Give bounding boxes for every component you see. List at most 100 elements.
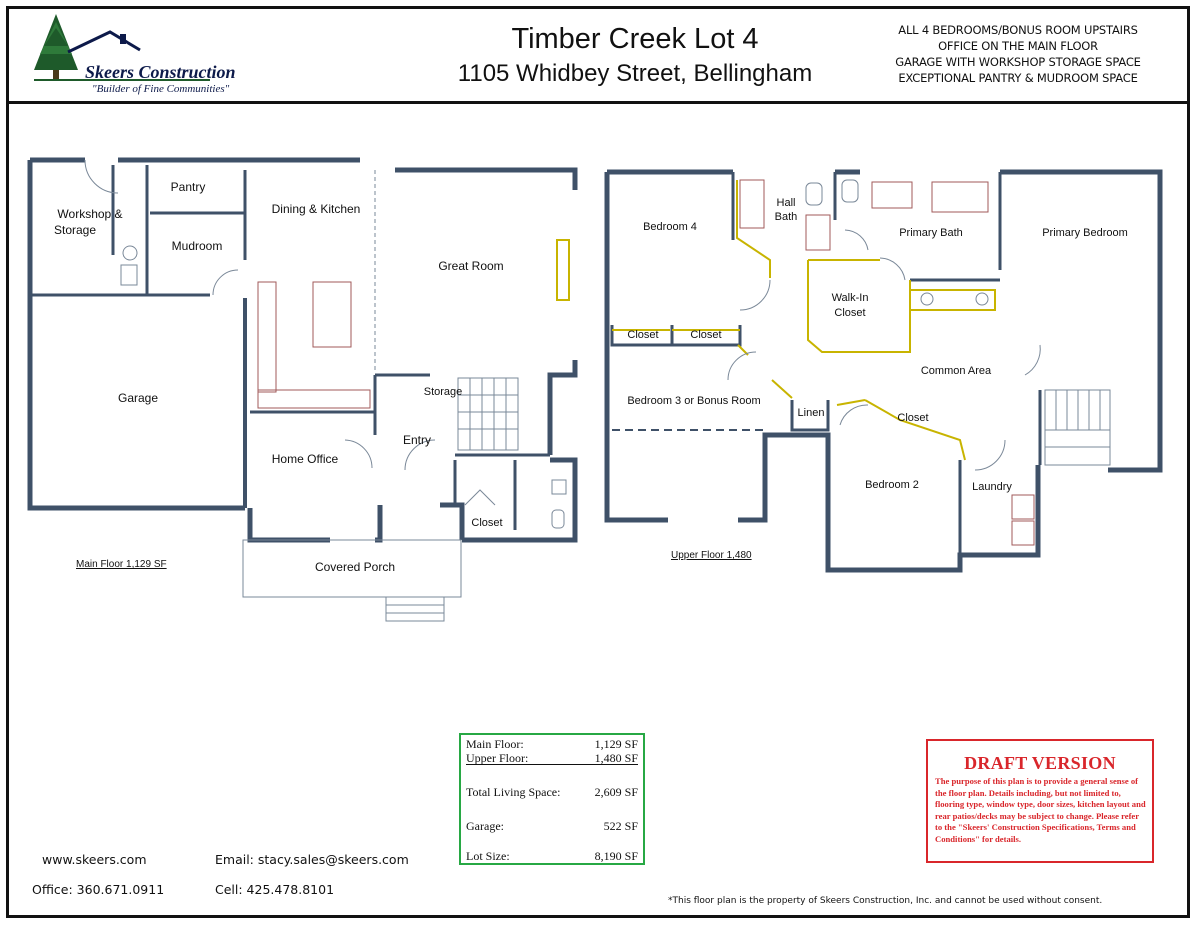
company-logo: Skeers Construction "Builder of Fine Com… bbox=[20, 12, 260, 97]
kitchen-counter bbox=[257, 389, 371, 409]
room-label-primary-bath: Primary Bath bbox=[899, 227, 963, 239]
door-swing bbox=[839, 404, 869, 426]
area-label: Main Floor: bbox=[466, 737, 524, 751]
main-stairs bbox=[457, 377, 519, 451]
bathtub bbox=[739, 179, 765, 229]
door-swing bbox=[727, 351, 757, 381]
wall bbox=[547, 360, 578, 455]
area-value: 8,190 SF bbox=[594, 849, 638, 863]
page-frame bbox=[6, 6, 1190, 918]
water-heater bbox=[122, 245, 138, 261]
area-value: 522 SF bbox=[603, 819, 638, 833]
area-label: Upper Floor: bbox=[466, 751, 529, 765]
sink bbox=[551, 479, 567, 495]
room-label-closet: Closet bbox=[690, 329, 721, 341]
area-row-upper: Upper Floor: 1,480 SF bbox=[466, 751, 638, 766]
wall bbox=[395, 167, 578, 190]
room-label-bedroom-2: Bedroom 2 bbox=[865, 479, 919, 491]
washer bbox=[1011, 494, 1035, 520]
copyright-footnote: *This floor plan is the property of Skee… bbox=[668, 896, 1103, 906]
area-value: 1,129 SF bbox=[594, 737, 638, 751]
door-swing bbox=[844, 229, 869, 251]
door-swing bbox=[739, 279, 771, 311]
toilet bbox=[841, 179, 859, 203]
draft-notice: DRAFT VERSION The purpose of this plan i… bbox=[926, 739, 1154, 863]
door-swing bbox=[212, 269, 239, 296]
company-name: Skeers Construction bbox=[85, 62, 236, 82]
porch-floor bbox=[242, 539, 462, 598]
shower bbox=[871, 181, 913, 209]
kitchen-island bbox=[312, 281, 352, 348]
upper-floor-accent-walls bbox=[612, 180, 996, 461]
room-label-closet: Closet bbox=[627, 329, 658, 341]
area-divider bbox=[466, 764, 638, 765]
door-swing bbox=[404, 439, 436, 471]
room-label-walkin-closet: Closet bbox=[834, 307, 865, 319]
wall bbox=[247, 508, 330, 543]
wall bbox=[610, 325, 742, 347]
room-label-closet: Closet bbox=[897, 412, 928, 424]
sink bbox=[975, 292, 989, 306]
room-label-bedroom-3: Bedroom 3 or Bonus Room bbox=[627, 395, 760, 407]
area-label: Total Living Space: bbox=[466, 785, 561, 799]
room-label-hall-bath: Bath bbox=[775, 211, 798, 223]
main-floor-details bbox=[84, 159, 570, 622]
wall bbox=[604, 172, 668, 523]
room-label-mudroom: Mudroom bbox=[172, 239, 223, 253]
area-row-main: Main Floor: 1,129 SF bbox=[466, 737, 638, 752]
porch-steps bbox=[385, 596, 445, 622]
door-swing bbox=[974, 439, 1006, 471]
email-link[interactable]: Email: stacy.sales@skeers.com bbox=[215, 852, 409, 867]
office-phone: Office: 360.671.0911 bbox=[32, 882, 165, 897]
website-link[interactable]: www.skeers.com bbox=[42, 852, 147, 867]
door-swing bbox=[464, 489, 496, 506]
area-row-total: Total Living Space: 2,609 SF bbox=[466, 785, 638, 800]
toilet bbox=[805, 182, 823, 206]
room-label-walkin-closet: Walk-In bbox=[832, 292, 869, 304]
room-label-covered-porch: Covered Porch bbox=[315, 560, 395, 574]
company-tagline: "Builder of Fine Communities" bbox=[92, 83, 230, 95]
room-label-home-office: Home Office bbox=[272, 452, 339, 466]
room-label-laundry: Laundry bbox=[972, 481, 1012, 493]
area-summary-table: Main Floor: 1,129 SF Upper Floor: 1,480 … bbox=[459, 733, 645, 865]
room-label-great-room: Great Room bbox=[438, 259, 503, 273]
upper-floor-caption: Upper Floor 1,480 bbox=[671, 550, 752, 561]
plan-title: Timber Creek Lot 4 bbox=[511, 23, 759, 55]
room-label-hall-bath: Hall bbox=[777, 197, 796, 209]
sink bbox=[920, 292, 934, 306]
room-label-dining-kitchen: Dining & Kitchen bbox=[272, 202, 361, 216]
room-label-garage: Garage bbox=[118, 391, 158, 405]
room-label-workshop: Storage bbox=[54, 223, 96, 237]
toilet bbox=[551, 509, 565, 529]
upper-stairs bbox=[1044, 389, 1111, 466]
wall bbox=[375, 505, 383, 543]
vanity bbox=[805, 214, 831, 251]
tree-house-logo-icon bbox=[34, 14, 210, 81]
feature-item: EXCEPTIONAL PANTRY & MUDROOM SPACE bbox=[898, 71, 1138, 85]
wall bbox=[27, 160, 245, 511]
door-swing bbox=[84, 159, 119, 194]
area-row-garage: Garage: 522 SF bbox=[466, 819, 638, 834]
dryer bbox=[1011, 520, 1035, 546]
room-label-linen: Linen bbox=[798, 407, 825, 419]
wall bbox=[790, 400, 830, 432]
room-label-pantry: Pantry bbox=[171, 180, 206, 194]
header-divider bbox=[6, 101, 1190, 104]
feature-item: OFFICE ON THE MAIN FLOOR bbox=[938, 39, 1098, 53]
door-swing bbox=[344, 439, 373, 469]
fireplace bbox=[556, 239, 570, 301]
wall bbox=[462, 457, 578, 543]
area-label: Garage: bbox=[466, 819, 504, 833]
upper-floor-plan bbox=[604, 169, 1163, 573]
washbasin bbox=[120, 264, 138, 286]
door-swing bbox=[1024, 344, 1041, 376]
area-row-lot: Lot Size: 8,190 SF bbox=[466, 849, 638, 864]
room-label-closet: Closet bbox=[471, 517, 502, 529]
door-swing bbox=[879, 257, 906, 281]
area-value: 1,480 SF bbox=[594, 751, 638, 765]
plan-address: 1105 Whidbey Street, Bellingham bbox=[457, 60, 813, 87]
room-label-common-area: Common Area bbox=[921, 365, 992, 377]
room-label-storage: Storage bbox=[424, 386, 463, 398]
feature-item: ALL 4 BEDROOMS/BONUS ROOM UPSTAIRS bbox=[898, 23, 1138, 37]
